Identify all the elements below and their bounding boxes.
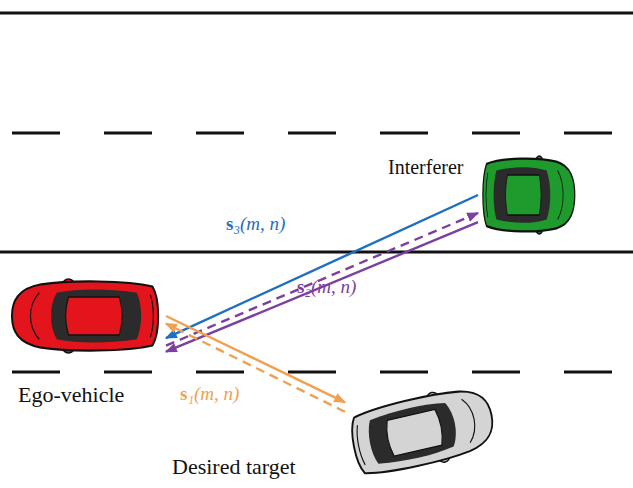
car-illustration [345, 395, 495, 468]
lane-divider [12, 132, 633, 135]
signal-label: s₂(m, n) [297, 277, 356, 298]
vehicle: Interferer [478, 155, 576, 235]
vehicle: Ego-vehicle [10, 278, 166, 354]
vehicle-label: Ego-vehicle [18, 383, 124, 407]
signal-label: s₁(m, n) [180, 384, 239, 405]
road-center-line [0, 251, 633, 254]
lane-divider [12, 371, 633, 374]
road-edge [0, 12, 633, 15]
signal-label: s₃(m, n) [226, 214, 285, 235]
signal-path [166, 213, 478, 346]
signal-path [166, 195, 478, 338]
vehicle-label: Interferer [388, 156, 464, 178]
signal-path [166, 222, 478, 352]
car-illustration [10, 278, 166, 354]
car-illustration [478, 155, 576, 235]
signal-path [166, 324, 345, 412]
vehicle: Desired target [345, 395, 495, 468]
vehicle-label: Desired target [172, 455, 296, 479]
